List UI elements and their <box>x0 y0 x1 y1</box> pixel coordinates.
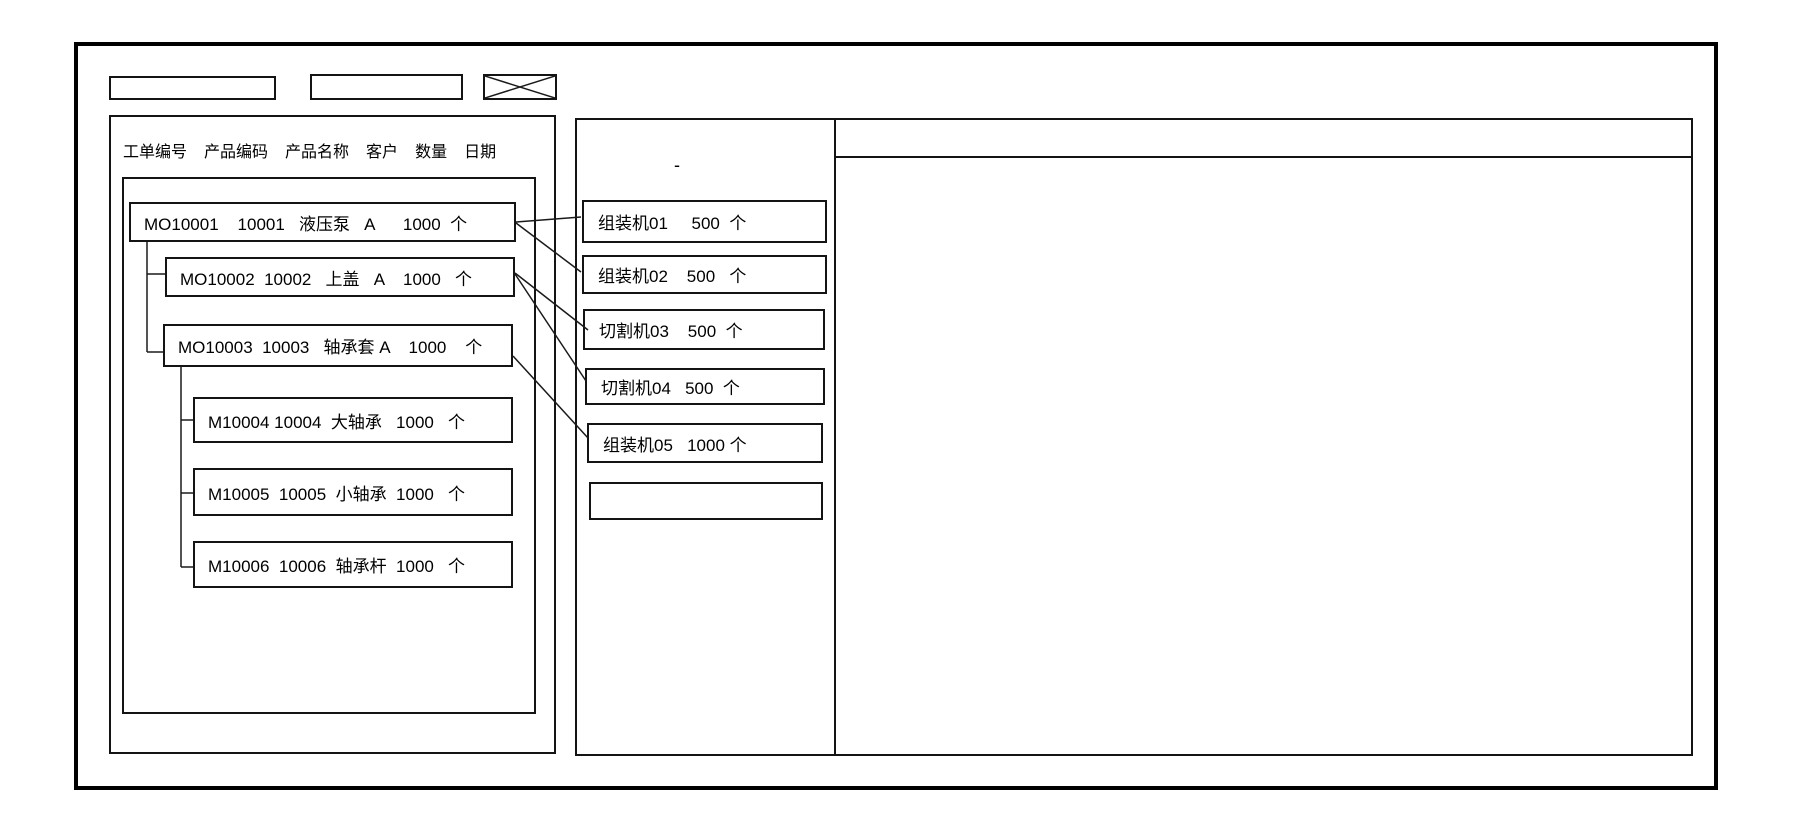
dash-mark: - <box>674 155 680 175</box>
work-order-node-MO10002[interactable]: MO10002 10002 上盖 A 1000 个 <box>165 257 515 297</box>
crossed-box-icon[interactable] <box>483 74 557 100</box>
col-header-quantity: 数量 <box>415 144 448 161</box>
schedule-header-divider <box>836 156 1691 158</box>
machine-box-04[interactable]: 切割机04 500 个 <box>585 368 825 405</box>
x-cross-icon <box>485 76 555 98</box>
col-header-product-name: 产品名称 <box>285 144 350 161</box>
work-order-tree-container <box>122 177 536 714</box>
col-header-date: 日期 <box>464 144 497 161</box>
toolbar-input-left[interactable] <box>109 76 276 100</box>
machine-box-02[interactable]: 组装机02 500 个 <box>582 255 827 294</box>
col-header-customer: 客户 <box>366 144 399 161</box>
work-order-node-MO10001[interactable]: MO10001 10001 液压泵 A 1000 个 <box>129 202 516 242</box>
col-header-order-no: 工单编号 <box>123 144 188 161</box>
machine-box-05[interactable]: 组装机05 1000 个 <box>587 423 823 463</box>
toolbar-input-right[interactable] <box>310 74 463 100</box>
machine-box-01[interactable]: 组装机01 500 个 <box>582 200 827 243</box>
work-order-node-MO10003[interactable]: MO10003 10003 轴承套 A 1000 个 <box>163 324 513 367</box>
machine-box-empty[interactable] <box>589 482 823 520</box>
machine-box-03[interactable]: 切割机03 500 个 <box>583 309 825 350</box>
schedule-panel <box>836 118 1693 756</box>
work-order-node-M10004[interactable]: M10004 10004 大轴承 1000 个 <box>193 397 513 443</box>
work-order-node-M10005[interactable]: M10005 10005 小轴承 1000 个 <box>193 468 513 516</box>
work-order-column-header: 工单编号 产品编码 产品名称 客户 数量 日期 <box>123 138 496 162</box>
col-header-product-code: 产品编码 <box>204 144 269 161</box>
work-order-node-M10006[interactable]: M10006 10006 轴承杆 1000 个 <box>193 541 513 588</box>
